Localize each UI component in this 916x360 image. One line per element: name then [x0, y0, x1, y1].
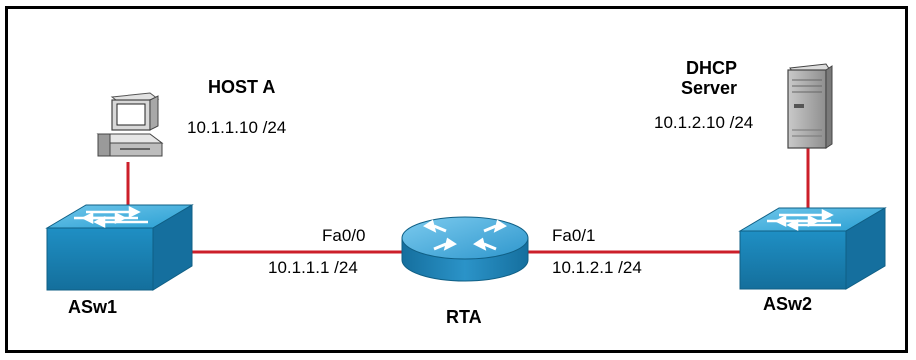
- server-name-line1: DHCP: [686, 58, 738, 78]
- switch-asw2-icon: [738, 207, 887, 290]
- server-ip-label: 10.1.2.10 /24: [654, 113, 754, 132]
- host-ip-label: 10.1.1.10 /24: [187, 118, 287, 137]
- router-name-label: RTA: [446, 307, 482, 327]
- switch1-name-label: ASw1: [68, 297, 118, 317]
- computer-icon: [96, 92, 164, 157]
- links: [126, 148, 810, 254]
- server-icon: [787, 63, 833, 149]
- server-name-line2: Server: [681, 78, 738, 98]
- router-if0-ip: 10.1.1.1 /24: [268, 258, 358, 277]
- switch2-name-label: ASw2: [763, 294, 813, 314]
- switch-asw1-icon: [45, 204, 194, 291]
- host-name-label: HOST A: [208, 77, 276, 97]
- router-if0-name: Fa0/0: [322, 226, 366, 245]
- router-rta-icon: [401, 216, 529, 282]
- router-if1-name: Fa0/1: [552, 226, 596, 245]
- router-if1-ip: 10.1.2.1 /24: [552, 258, 642, 277]
- diagram-frame: [5, 6, 908, 353]
